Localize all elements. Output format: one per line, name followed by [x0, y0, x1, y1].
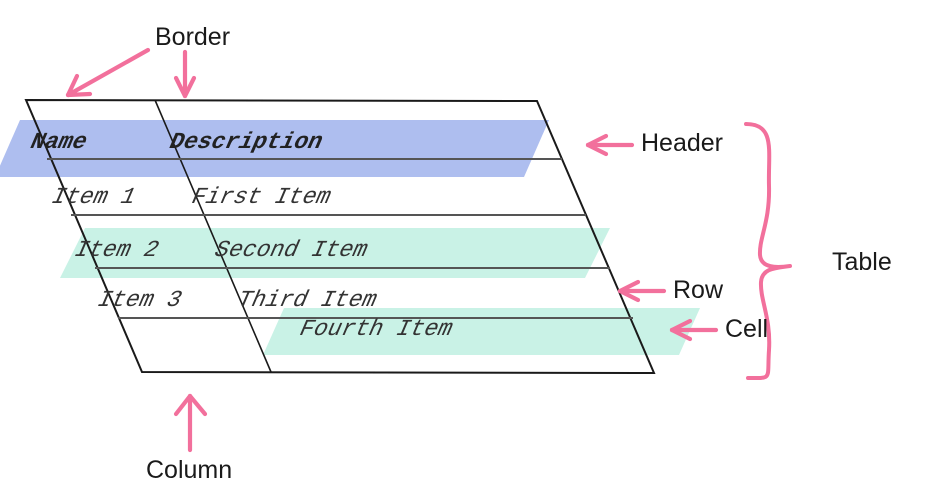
row-highlight-band: [60, 228, 610, 278]
cell-highlight-band: [263, 308, 700, 355]
highlight-bands: [0, 120, 700, 355]
table-outline: [24, 98, 656, 375]
cell-arrow-icon: [669, 318, 719, 342]
header-highlight-band: [0, 120, 549, 177]
header-arrow-icon: [585, 133, 635, 157]
table-floating-cell-text: Fourth Item: [294, 316, 458, 342]
table-cell-name-1: Item 2: [69, 237, 164, 263]
table-header-cell-name: Name: [25, 129, 93, 155]
annotation-label-column: Column: [146, 456, 233, 484]
table-border-outline: [24, 98, 656, 375]
table-cell-description-1: Second Item: [209, 237, 373, 263]
row-arrow-icon: [617, 279, 667, 303]
annotation-label-border: Border: [155, 23, 231, 51]
border-arrow-diagonal-icon: [65, 47, 151, 98]
annotation-label-table: Table: [832, 248, 892, 276]
column-divider-border: [154, 99, 272, 373]
table-brace-icon: [744, 122, 792, 381]
table-cell-description-0: First Item: [186, 184, 336, 210]
annotation-arrows: [65, 47, 792, 453]
annotation-label-row: Row: [673, 276, 724, 304]
column-arrow-icon: [173, 393, 208, 453]
annotation-label-cell: Cell: [725, 315, 769, 343]
border-arrow-vertical-icon: [173, 49, 197, 99]
table-cell-name-0: Item 1: [46, 184, 141, 210]
annotation-label-header: Header: [641, 129, 723, 157]
table-cell-name-2: Item 3: [92, 287, 187, 313]
table-header-cell-description: Description: [164, 129, 328, 155]
table-cell-description-2: Third Item: [232, 287, 382, 313]
